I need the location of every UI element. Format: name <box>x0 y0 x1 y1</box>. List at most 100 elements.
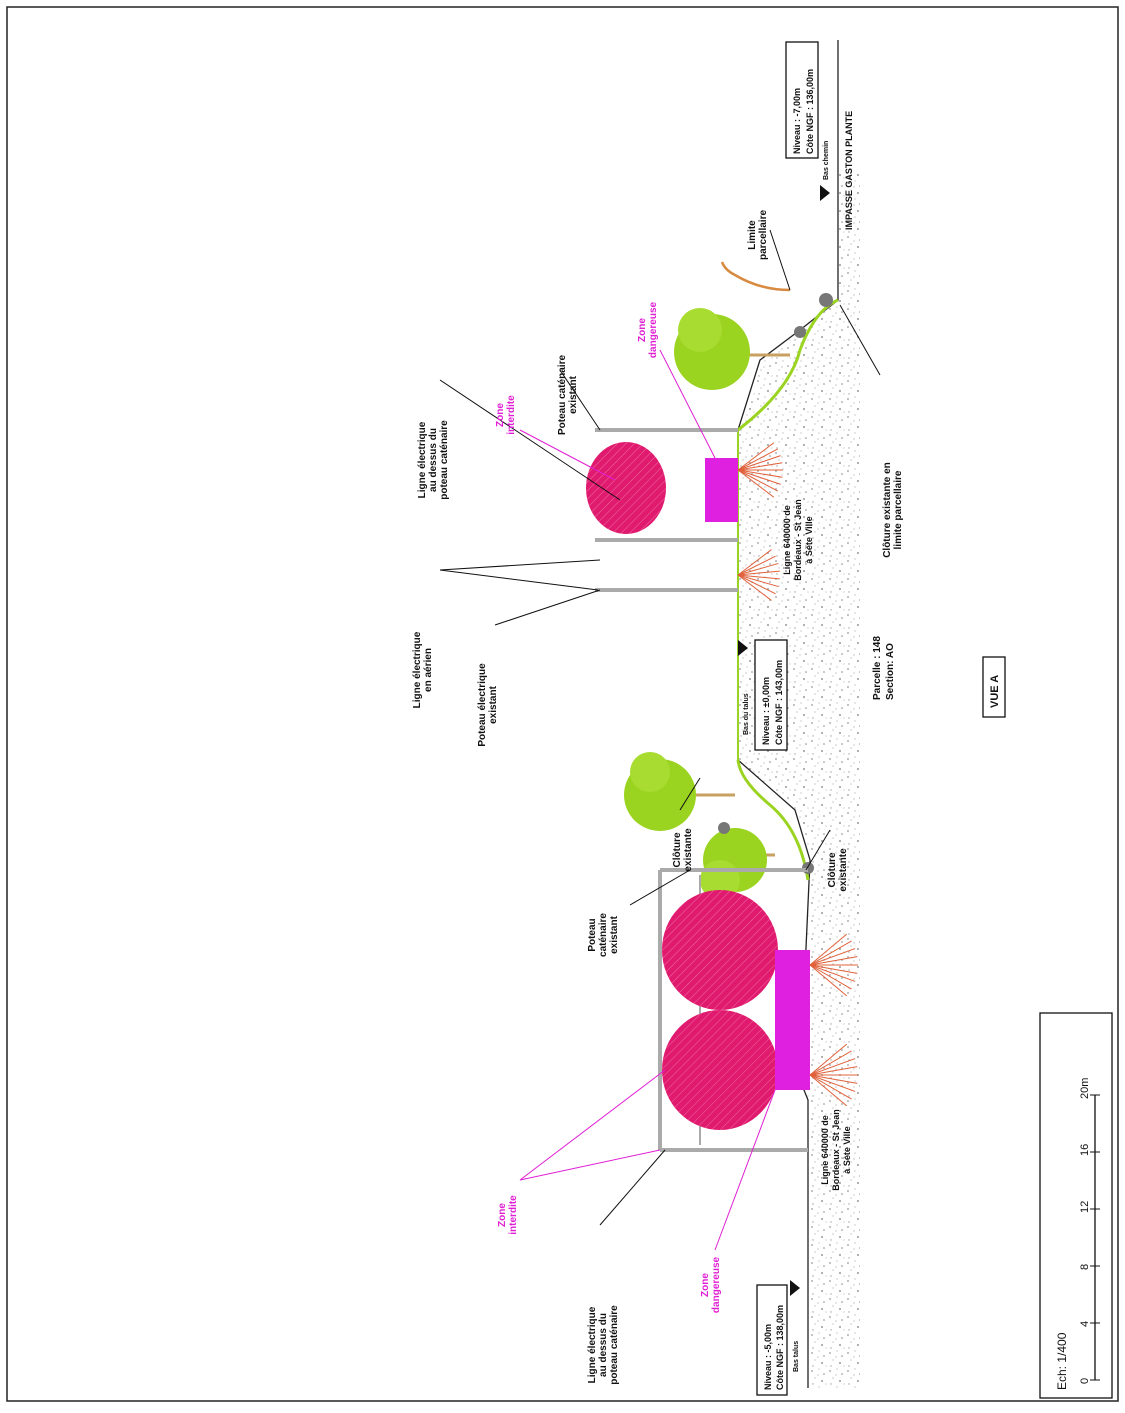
rail-root-line <box>737 469 778 492</box>
level-right-cote: Côte NGF : 136,00m <box>805 69 815 154</box>
catenary-poles-right <box>595 428 738 592</box>
zones-interdite-right-line-1: Zone <box>495 403 506 427</box>
labels-ligne-dessus-right-line-2: au dessus du <box>428 428 439 492</box>
rail-root-line <box>737 574 776 595</box>
labels-rail-left-line-2: Bordeaux - St Jean <box>831 1109 841 1191</box>
rail-root-line <box>809 964 848 997</box>
rail-root-line <box>809 1074 856 1092</box>
zone-interdite-right <box>586 442 666 534</box>
tree-middle <box>624 752 735 831</box>
labels-rail-right-line-2: Bordeaux - St Jean <box>793 499 803 581</box>
zones-dangereuse-left-line-2: dangereuse <box>711 1256 722 1313</box>
rail-root-line <box>737 469 775 498</box>
labels-cloture-limite-line-2: limite parcellaire <box>893 470 904 549</box>
rail-root-line <box>737 570 780 576</box>
scale-box <box>1039 1012 1113 1399</box>
rail-root-line <box>737 574 772 601</box>
rail-root-line <box>737 549 772 576</box>
zones-dangereuse-left-line-1: Zone <box>700 1273 711 1297</box>
labels-cloture-left-line-2: existante <box>683 828 694 872</box>
level-left-niveau: Niveau : -5,00m <box>763 1324 773 1390</box>
labels-ligne-dessus-right-line-1: Ligne électrique <box>417 421 428 498</box>
labels-cloture-mid-line-1: Clôture <box>827 852 838 887</box>
embankment-left <box>736 759 810 881</box>
level-box-right: Niveau : -7,00m Côte NGF : 136,00m Bas c… <box>785 41 830 201</box>
view-label: VUE A <box>989 675 1001 708</box>
road-label: IMPASSE GASTON PLANTE <box>844 111 854 230</box>
rail-root-line <box>737 448 778 471</box>
labels-poteau-electrique-line-2: existant <box>488 685 499 723</box>
scale-tick-label: 12 <box>1079 1201 1091 1213</box>
level-right-sub: Bas chemin <box>823 141 830 180</box>
scale-tick-label: 4 <box>1079 1321 1091 1327</box>
view-label-box <box>982 656 1006 718</box>
rail-root-line <box>809 956 858 966</box>
rail-root-line <box>809 1050 852 1076</box>
rail-roots <box>737 442 858 1107</box>
zones-interdite-left-line-1: Zone <box>497 1203 508 1227</box>
level-left-sub: Bas talus <box>793 1341 800 1372</box>
rail-root-line <box>737 555 776 576</box>
scale-tick-label: 0 <box>1079 1378 1091 1384</box>
rail-root-line <box>809 1066 858 1076</box>
level-center-niveau: Niveau : ±0,00m <box>761 677 771 745</box>
labels-ligne-dessus-left-line-3: poteau caténaire <box>609 1305 620 1385</box>
level-box-left: Niveau : -5,00m Côte NGF : 138,00m Bas t… <box>756 1280 800 1396</box>
leader-lines <box>439 229 881 1251</box>
rail-root-line <box>809 1074 858 1084</box>
labels-limite-parcellaire-line-2: parcellaire <box>758 210 769 260</box>
labels-cloture-left-line-1: Clôture <box>672 832 683 867</box>
level-center-sub: Bas du talus <box>743 693 750 735</box>
shrubs <box>718 293 833 874</box>
zone-dangereuse-left <box>775 950 810 1090</box>
labels-rail-left-line-3: à Sète Ville <box>842 1126 852 1173</box>
labels-poteau-catenaire-left-line-3: existant <box>609 915 620 953</box>
sheet-border <box>6 6 1119 1402</box>
rail-root-line <box>737 469 781 485</box>
level-right-niveau: Niveau : -7,00m <box>792 88 802 154</box>
scale-tick-label: 8 <box>1079 1264 1091 1270</box>
tree-left <box>700 828 775 900</box>
labels-poteau-catenaire-left-line-2: caténaire <box>598 913 609 957</box>
rail-root-line <box>809 1058 856 1076</box>
labels-limite-parcellaire-line-1: Limite <box>747 220 758 250</box>
rail-root-line <box>737 574 780 580</box>
parcel-line2: Section: AO <box>885 643 896 700</box>
labels-poteau-catenaire-left-line-1: Poteau <box>587 918 598 951</box>
rail-root-line <box>809 1074 848 1107</box>
scale-tick-label: 20m <box>1079 1078 1091 1099</box>
labels-ligne-aerien-line-1: Ligne électrique <box>412 631 423 708</box>
rail-root-line <box>809 964 858 974</box>
labels-rail-left-line-1: Ligne 640000 de <box>820 1115 830 1185</box>
labels-poteau-catenaire-right-line-1: Poteau caténaire <box>557 355 568 435</box>
zone-dangereuse-right <box>705 458 738 522</box>
scale-label: Ech: 1/400 <box>1055 1332 1069 1390</box>
rail-root-line <box>737 562 779 576</box>
level-box-center: Niveau : ±0,00m Côte NGF : 143,00m Bas d… <box>738 639 788 751</box>
rail-root-line <box>737 442 775 471</box>
zones-interdite-left-line-2: interdite <box>508 1195 519 1235</box>
limite-parcellaire-marker <box>720 261 791 292</box>
labels-ligne-dessus-left-line-2: au dessus du <box>598 1313 609 1377</box>
labels-rail-right-line-1: Ligne 640000 de <box>782 505 792 575</box>
zones-dangereuse-right-line-2: dangereuse <box>648 301 659 358</box>
labels-poteau-electrique-line-1: Poteau électrique <box>477 663 488 747</box>
labels-cloture-mid-line-2: existante <box>838 848 849 892</box>
level-center-cote: Côte NGF : 143,00m <box>774 660 784 745</box>
labels-ligne-aerien-line-2: en aérien <box>423 648 434 692</box>
rail-root-line <box>737 469 783 478</box>
parcel-line1: Parcelle : 148 <box>872 636 883 700</box>
rail-root-line <box>737 574 779 588</box>
rail-root-line <box>809 933 848 966</box>
labels-rail-right-line-3: à Sète Ville <box>804 516 814 563</box>
rail-root-line <box>737 455 781 471</box>
rail-root-line <box>809 1043 848 1076</box>
rail-root-line <box>809 964 856 982</box>
rail-root-line <box>809 948 856 966</box>
labels-poteau-catenaire-right-line-2: existant <box>568 375 579 413</box>
zone-interdite-left <box>662 890 778 1130</box>
zones-interdite-right-line-2: interdite <box>506 395 517 435</box>
labels-ligne-dessus-right-line-3: poteau caténaire <box>439 420 450 500</box>
